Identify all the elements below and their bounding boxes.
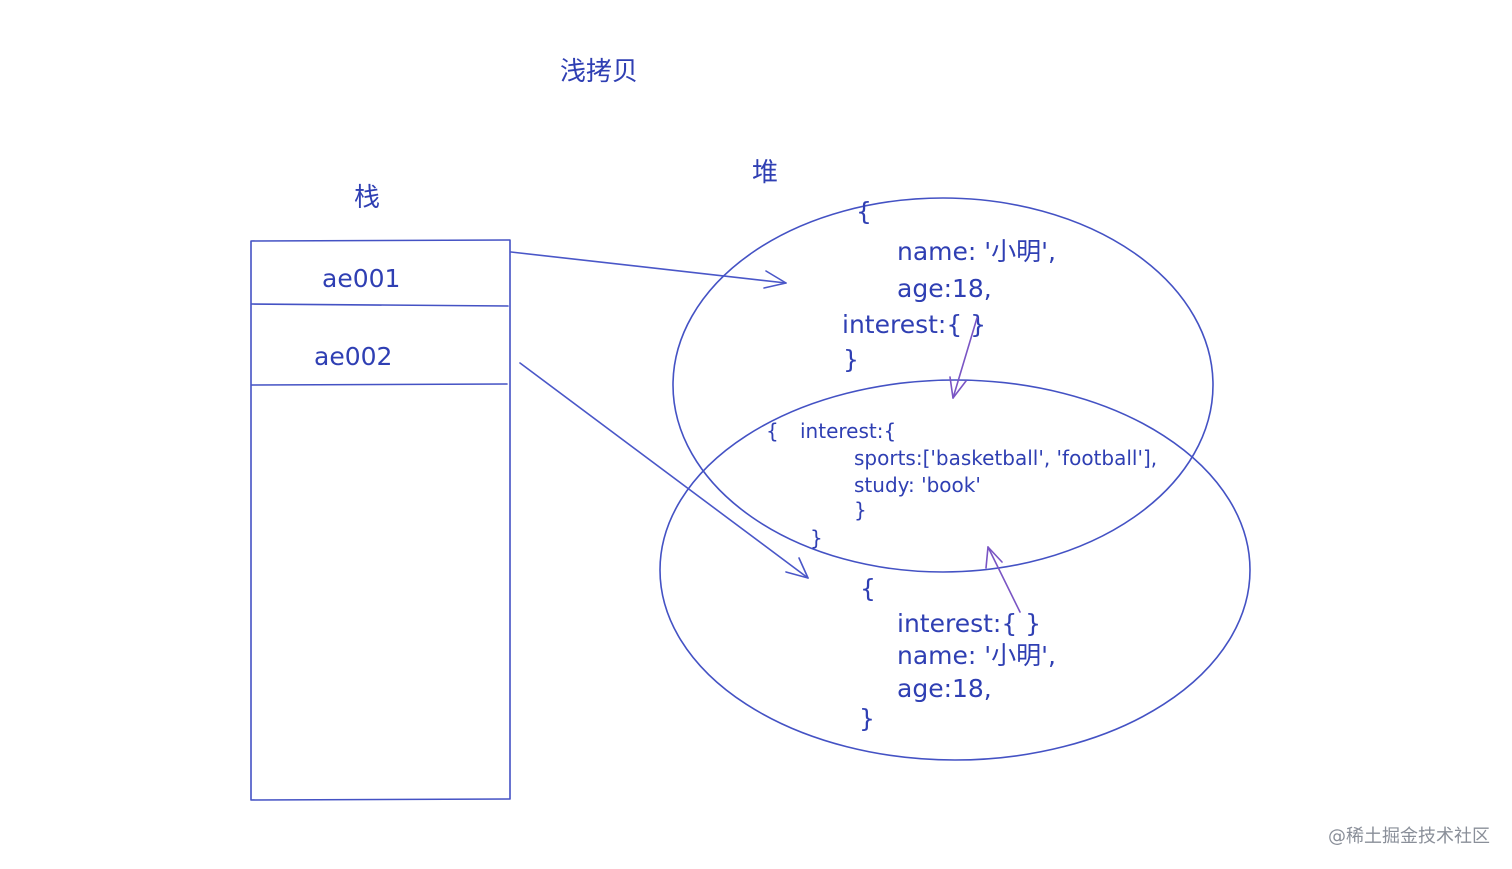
arrow-object2-interest-to-shared [985, 546, 1021, 613]
shared-open-brace: { [766, 419, 779, 443]
shared-inner-close-brace: } [854, 498, 867, 522]
object2-close-brace: } [859, 704, 875, 733]
object1-age-line: age:18, [897, 274, 992, 303]
object1-name-line: name: '小明', [897, 237, 1056, 266]
heap-object-2-ellipse [659, 379, 1251, 761]
heap-object-1-ellipse [672, 197, 1214, 573]
shared-study-line: study: 'book' [854, 473, 981, 497]
stack-cell-2: ae002 [314, 342, 392, 371]
stack-box [250, 239, 511, 801]
diagram-title: 浅拷贝 [560, 57, 638, 87]
heap-label: 堆 [752, 158, 778, 188]
shared-interest-line: interest:{ [800, 419, 896, 443]
object1-close-brace: } [843, 345, 859, 374]
arrow-stack1-to-object1 [510, 251, 787, 289]
heap-object-2: { interest:{ } name: '小明', age:18, } [859, 574, 1056, 733]
arrow-stack2-to-object2 [519, 362, 809, 579]
shared-close-brace: } [810, 526, 823, 550]
object2-open-brace: { [860, 574, 876, 603]
heap-object-1: { name: '小明', age:18, interest:{ } } [842, 197, 1056, 374]
object1-interest-line: interest:{ } [842, 310, 986, 339]
arrow-object1-interest-to-shared [949, 317, 978, 399]
stack-cell-1: ae001 [322, 264, 400, 293]
stack-label: 栈 [354, 183, 380, 213]
watermark: @稀土掘金技术社区 [1328, 826, 1490, 847]
object2-age-line: age:18, [897, 674, 992, 703]
shared-interest-object: { interest:{ sports:['basketball', 'foot… [766, 419, 1157, 550]
shared-sports-line: sports:['basketball', 'football'], [854, 446, 1157, 470]
object1-open-brace: { [856, 197, 872, 226]
object2-name-line: name: '小明', [897, 641, 1056, 670]
object2-interest-line: interest:{ } [897, 609, 1041, 638]
